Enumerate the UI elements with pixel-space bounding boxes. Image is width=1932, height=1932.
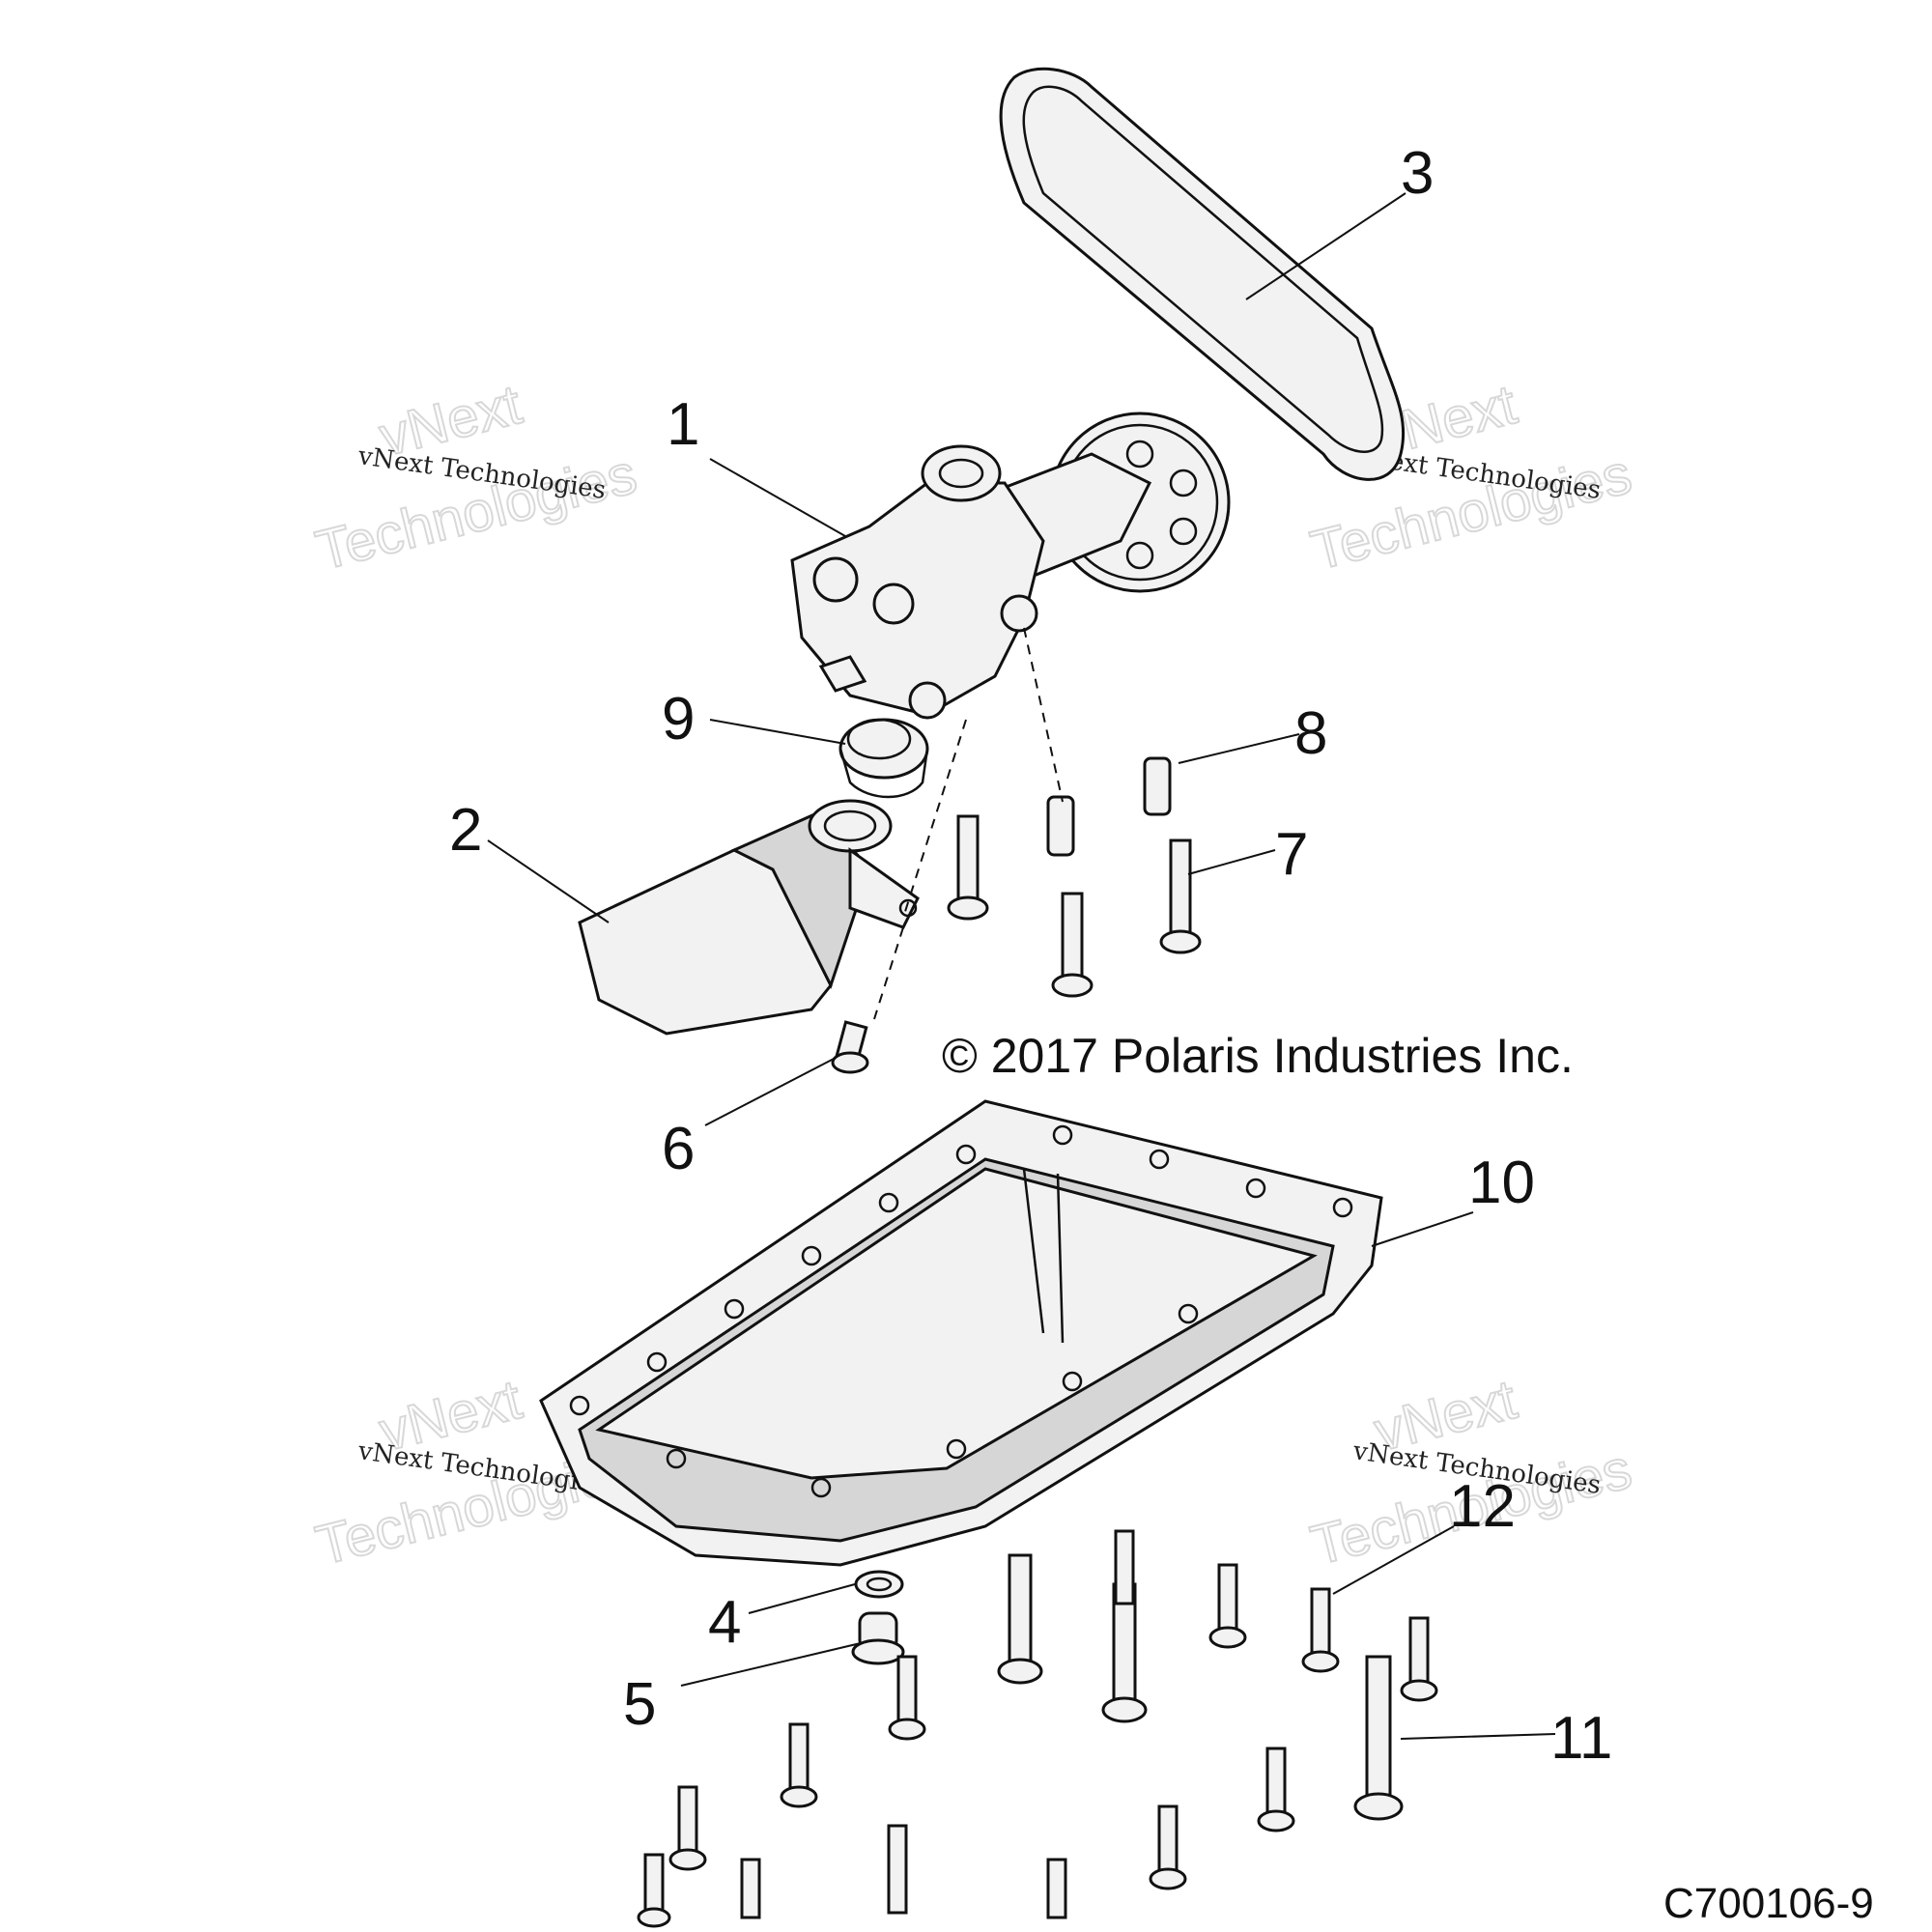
part-pump-bolts (947, 814, 1202, 998)
part-belt (999, 67, 1406, 481)
callout-5: 5 (623, 1671, 656, 1738)
part-seal-ring (838, 718, 929, 799)
callout-1: 1 (667, 391, 699, 458)
part-drain-washer (854, 1570, 904, 1599)
leader-7 (1187, 849, 1276, 875)
leader-4 (748, 1583, 856, 1614)
part-oil-pan (539, 1099, 1383, 1567)
figure-id: C700106-9 (1663, 1880, 1874, 1927)
leader-9 (709, 719, 846, 745)
callout-2: 2 (449, 797, 482, 864)
callout-11: 11 (1550, 1705, 1612, 1772)
leader-6 (704, 1057, 837, 1126)
assembly-line-dowel (1023, 627, 1064, 803)
callout-8: 8 (1294, 700, 1327, 767)
part-oil-pump (790, 412, 1231, 720)
callout-3: 3 (1401, 140, 1434, 207)
callout-7: 7 (1275, 821, 1308, 888)
leader-10 (1371, 1211, 1474, 1247)
part-dowel-pins (1046, 756, 1172, 857)
part-drain-plug (851, 1611, 905, 1665)
callout-6: 6 (662, 1116, 695, 1182)
callout-4: 4 (708, 1589, 741, 1656)
callout-12: 12 (1449, 1473, 1516, 1540)
leader-1 (709, 458, 846, 537)
leader-11 (1400, 1733, 1556, 1740)
watermark-top-left: vNext Technologies vNext Technologies (309, 372, 643, 583)
leader-8 (1178, 733, 1300, 764)
part-oil-strainer (578, 799, 920, 1036)
leader-12 (1332, 1525, 1455, 1595)
part-pan-bolts (637, 1529, 1438, 1928)
leader-2 (487, 839, 610, 923)
copyright-notice: © 2017 Polaris Industries Inc. (942, 1029, 1574, 1083)
callout-10: 10 (1468, 1150, 1535, 1216)
callout-9: 9 (662, 686, 695, 753)
part-strainer-bolt (831, 1020, 869, 1074)
leader-3 (1245, 192, 1406, 300)
leader-5 (680, 1641, 866, 1687)
assembly-line-strainer-bolt (873, 926, 904, 1020)
